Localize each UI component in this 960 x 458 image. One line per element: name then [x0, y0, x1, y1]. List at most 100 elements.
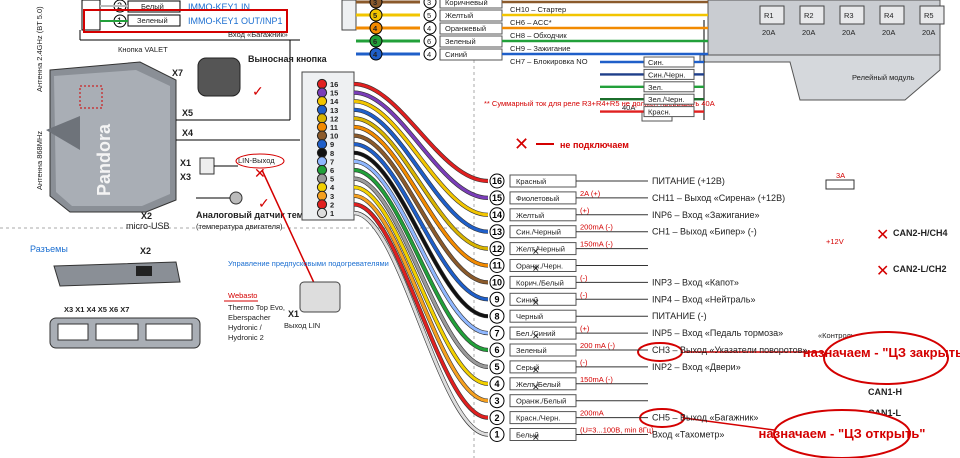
annotation-close: назначаем - "ЦЗ закрыть" [803, 345, 960, 360]
center-connector [301, 0, 357, 221]
pin-number: 15 [492, 193, 502, 203]
pin-number-circle [489, 427, 505, 442]
wire-note: 200mA [580, 409, 604, 418]
connector-pin-number: 4 [330, 183, 335, 192]
top-wire-function: CH8 – Обходчик [510, 31, 567, 40]
x4-label: X4 [182, 128, 193, 138]
connector-pin-dot [316, 156, 328, 167]
highlight-box [83, 9, 288, 33]
relay-label: R3 [844, 11, 854, 20]
wire-note: 2A (+) [580, 189, 601, 198]
trunk-button-label: Вход «Багажник» [228, 30, 288, 39]
wire-note: (+) [580, 206, 590, 215]
x2-label: X2 [141, 211, 152, 221]
plus12-label: +12V [826, 237, 844, 246]
relay-amp: 20A [762, 28, 775, 37]
antenna-868-label: Антенна 868MHz [35, 131, 44, 190]
pin-number: 8 [494, 311, 499, 321]
connector-pin-number: 7 [330, 157, 334, 166]
wire-note: 150mA (-) [580, 240, 613, 249]
connector-pin-dot [316, 199, 328, 210]
top-wire-number-2: 5 [427, 11, 431, 20]
connector-pin-number: 6 [330, 166, 334, 175]
connector-pin-dot [316, 130, 328, 141]
relay-note: ** Суммарный ток для реле R3+R4+R5 не до… [484, 99, 715, 108]
wire-function: ПИТАНИЕ (+12В) [652, 176, 725, 186]
heater-brand-0: Webasto [228, 291, 257, 300]
wire-color-label: Желтый [516, 211, 544, 220]
wire-function: CH3 – Выход «Указатели поворотов» [652, 345, 807, 355]
relay-module: Релейный модуль 40A ** Суммарный ток для… [484, 0, 941, 154]
wire-note: (-) [580, 358, 588, 367]
cross-mark-icon: ✕ [532, 331, 540, 341]
pin-number: 14 [492, 210, 502, 220]
top-wire-color: Желтый [445, 11, 473, 20]
wire-color-label: Белый [516, 431, 539, 440]
wire-line [353, 125, 489, 267]
heater-brand-4: Hydronic 2 [228, 333, 264, 342]
cross-mark-icon: ✕ [254, 165, 266, 181]
x3-label: X3 [180, 172, 191, 182]
cross-mark-icon: ✕ [532, 247, 540, 257]
pin-number-circle [489, 410, 505, 426]
can1h-label: CAN1-H [868, 387, 902, 397]
top-wire-number: 4 [373, 24, 378, 33]
connectors-x2-label: X2 [140, 246, 151, 256]
wire-function: CH11 – Выход «Сирена» (+12В) [652, 193, 785, 203]
connector-pin-dot [316, 164, 328, 176]
wire-color-label: Корич./Белый [516, 278, 564, 287]
immo-pin1-color: Зеленый [137, 16, 168, 25]
wire-note: 200mA (-) [580, 223, 613, 232]
connector-pin-dot [316, 113, 328, 124]
cross-can2h-icon: ✕ [876, 227, 889, 244]
wire-line [353, 159, 489, 335]
top-wire-number: 6 [373, 37, 377, 46]
immo-connector: 2 Белый IMMO-KEY1 IN 1 Зеленый IMMO-KEY1… [79, 0, 300, 41]
wire-note: (-) [580, 273, 588, 282]
wire-line [353, 194, 489, 403]
connector-pin-number: 12 [330, 114, 338, 123]
top-wire-number-2: 6 [427, 37, 431, 46]
connector-pin-dot [316, 207, 328, 219]
lin-output-label: LIN-Выход [238, 156, 275, 165]
pin-number: 6 [494, 345, 499, 355]
pin-number-circle [489, 359, 505, 375]
wire-function: CH5 – Выход «Багажник» [652, 413, 758, 423]
heater-brand-2: Eberspacher [228, 313, 271, 322]
relay-amp: 20A [802, 28, 815, 37]
connector-pin-dot [316, 87, 328, 98]
pin-number: 4 [494, 379, 499, 389]
wire-function: ПИТАНИЕ (-) [652, 311, 707, 321]
top-wire-number: 4 [373, 50, 378, 59]
check-mark-icon: ✓ [252, 83, 264, 99]
temp-sensor-label: Аналоговый датчик температуры [196, 210, 347, 220]
cross-mark-icon: ✕ [532, 297, 540, 307]
top-wire-function: CH9 – Зажигание [510, 44, 571, 53]
legend-not-connected: не подключаем [560, 140, 629, 150]
brand-logo: Pandora [94, 123, 114, 196]
connector-pin-number: 14 [330, 97, 339, 106]
wire-line [353, 116, 489, 251]
heater-brand-1: Thermo Top Evo, [228, 303, 285, 312]
can2l-label: CAN2-L/CH2 [893, 264, 947, 274]
x7-label: X7 [172, 68, 183, 78]
valet-label: Кнопка VALET [118, 45, 168, 54]
check-mark-icon-2: ✓ [258, 195, 270, 211]
heater-brand-3: Hydronic / [228, 323, 263, 332]
pin-number-circle [489, 190, 505, 206]
wire-line [353, 82, 489, 183]
top-wire-number: 3 [373, 0, 377, 7]
heater-title: Управление предпусковыми подогревателями [228, 259, 389, 268]
connector-pin-number: 9 [330, 140, 334, 149]
top-wire-color: Коричневый [445, 0, 488, 7]
heater-plug-icon [299, 281, 341, 313]
pin-number-circle [489, 224, 505, 240]
wire-function: INP4 – Вход «Нейтраль» [652, 294, 756, 304]
relay-layer: R120AR220AR320AR420AR520AСин.Син./Черн.З… [600, 5, 945, 118]
